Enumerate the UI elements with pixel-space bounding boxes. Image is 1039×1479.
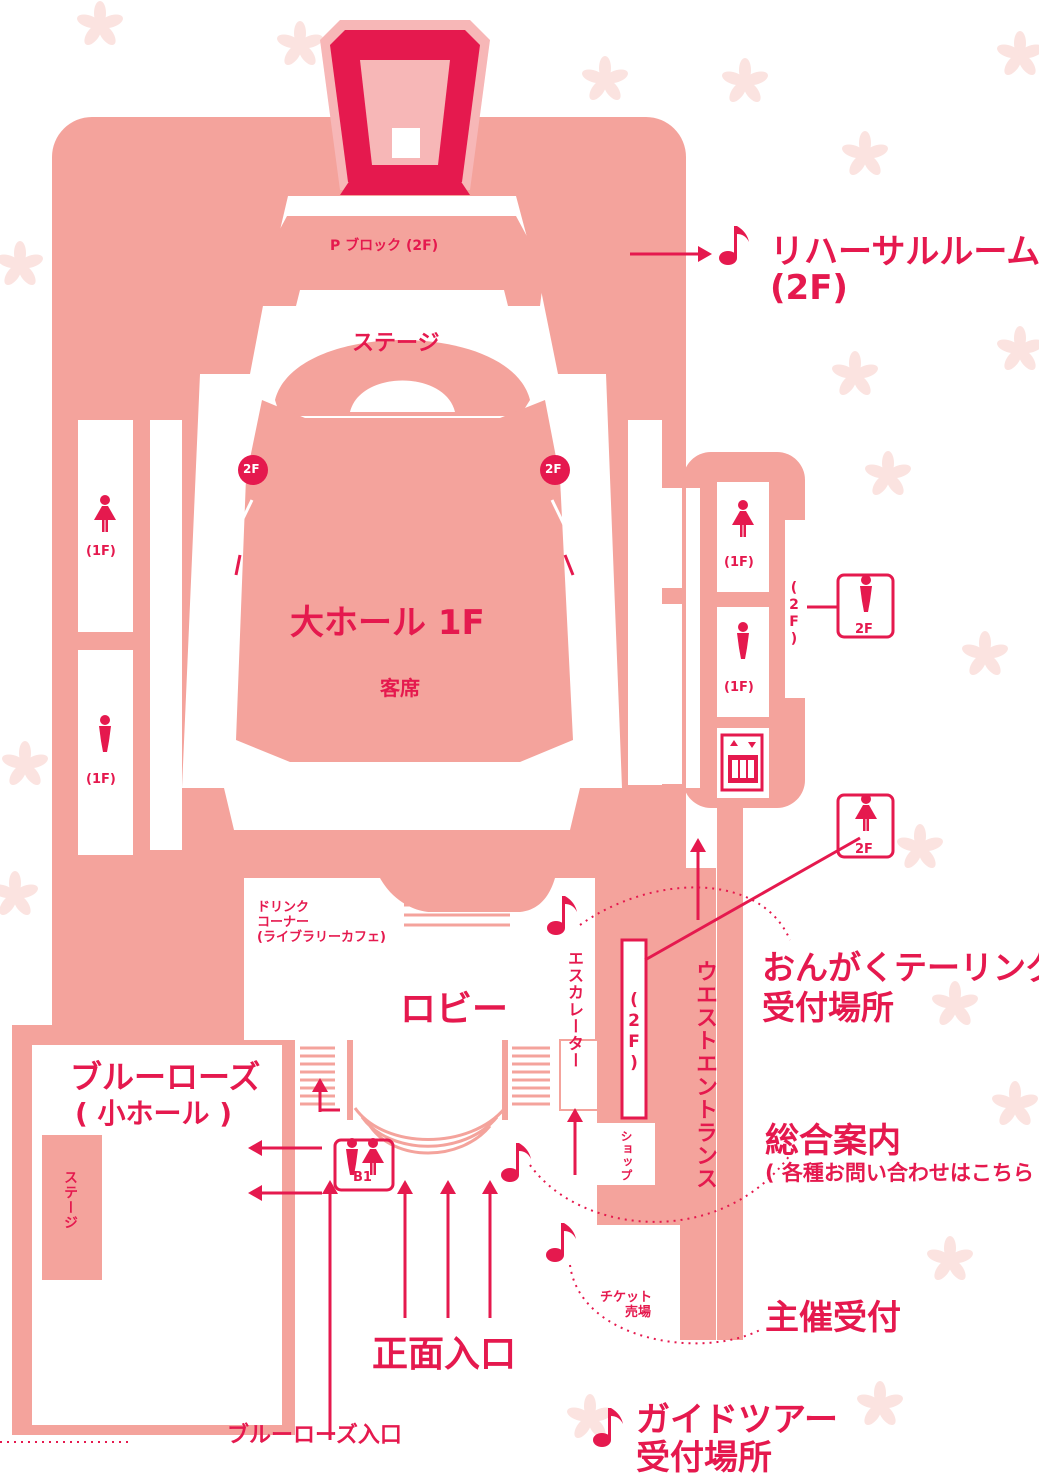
seats-label: 客席 <box>380 676 420 700</box>
floor-map <box>0 1 1039 1447</box>
elevator-icon <box>728 740 758 783</box>
west-entrance-label: ウエストエントランス <box>692 960 717 1190</box>
drink-corner: ドリンク コーナー (ライブラリーカフェ) <box>257 900 386 945</box>
music-note-icon <box>501 226 749 1447</box>
restroom-1f-label: (1F) <box>86 772 116 787</box>
p-block-label: P ブロック (2F) <box>330 238 439 254</box>
restroom-2f-vertical: (2F) <box>786 580 802 648</box>
shop-label: ショップ <box>619 1130 633 1182</box>
p-block <box>254 216 548 306</box>
ticket-office: チケット 売場 <box>600 1290 652 1320</box>
floor-2f-badge-left: 2F <box>243 462 260 476</box>
lobby-label: ロビー <box>400 989 509 1030</box>
blue-rose-subtitle: ( 小ホール ) <box>75 1097 233 1130</box>
rehearsal-room-callout: リハーサルルーム (2F) <box>770 234 1039 306</box>
ongaku-reception-name: おんがくテーリング <box>762 948 1039 987</box>
restroom-b1-label: B1 <box>353 1170 372 1185</box>
organizer-reception-callout: 主催受付 <box>765 1298 901 1338</box>
stage <box>275 340 530 416</box>
escalator-2f-label: (2F) <box>624 990 644 1074</box>
blue-rose-entrance-label: ブルーローズ入口 <box>227 1423 402 1448</box>
rehearsal-room-name: リハーサルルーム <box>770 232 1039 272</box>
blue-rose-stage <box>42 1135 102 1280</box>
stage-label: ステージ <box>352 331 440 356</box>
guide-tour-callout: ガイドツアー <box>636 1400 838 1440</box>
restroom-2f-label: 2F <box>855 842 873 857</box>
main-hall-label: 大ホール 1F <box>290 603 485 643</box>
restroom-2f-label: 2F <box>855 622 873 637</box>
lobby <box>244 878 655 1207</box>
general-info-sub: ( 各種お問い合わせはこちら ) <box>765 1161 1039 1185</box>
drink-corner-line-3: (ライブラリーカフェ) <box>257 930 386 945</box>
pipe-organ-icon <box>320 20 490 195</box>
drink-corner-line-2: コーナー <box>257 915 310 930</box>
restroom-1f-label: (1F) <box>724 680 754 695</box>
ongaku-reception-callout: おんがくテーリング 受付場所 <box>762 948 1039 1028</box>
ticket-line-2: 売場 <box>625 1305 652 1320</box>
floor-2f-badge-right: 2F <box>545 462 562 476</box>
guide-tour-callout-2: 受付場所 <box>636 1438 772 1478</box>
main-entrance-label: 正面入口 <box>372 1334 517 1375</box>
general-info-callout: 総合案内 <box>765 1121 901 1161</box>
restroom-1f-label: (1F) <box>86 544 116 559</box>
rehearsal-room-floor: (2F) <box>770 268 848 308</box>
blue-rose-stage-label: ステージ <box>62 1170 78 1230</box>
ongaku-reception-place: 受付場所 <box>762 988 894 1027</box>
drink-corner-line-1: ドリンク <box>257 900 310 915</box>
main-hall-seating <box>236 400 573 762</box>
ticket-line-1: チケット <box>600 1290 653 1305</box>
escalator-label: エスカレーター <box>565 950 584 1069</box>
restroom-1f-label: (1F) <box>724 555 754 570</box>
blue-rose-title: ブルーローズ <box>70 1058 261 1096</box>
